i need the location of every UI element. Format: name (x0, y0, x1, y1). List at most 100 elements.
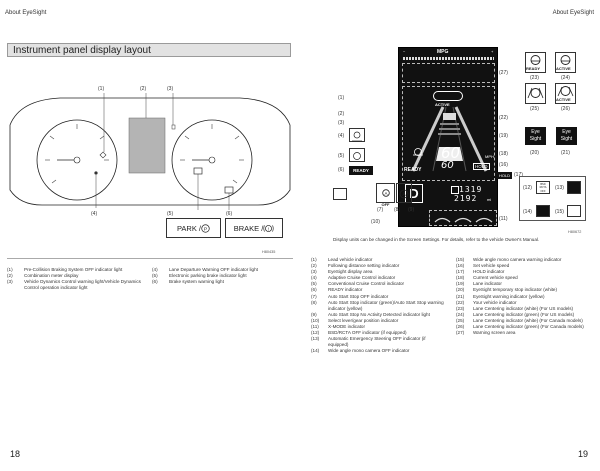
legend-item: (6)Brake system warning light (152, 279, 224, 285)
pre-collision-off-icon (99, 151, 107, 159)
mpg-minus: − (403, 49, 406, 54)
lane-centering-ca-white-tile (525, 83, 546, 104)
svg-text:P: P (204, 226, 208, 232)
callout-r11: (11) (499, 216, 508, 222)
parking-p-circle-icon: P (201, 223, 210, 233)
lead-vehicle-icon (443, 113, 456, 120)
callout-r7: (7) (377, 207, 384, 213)
legend-item: (5)Electronic parking brake indicator li… (152, 273, 247, 279)
left-legend-col1: (1)Pre-Collision Braking System OFF indi… (7, 267, 143, 291)
odometer-2: 2192 (454, 194, 478, 203)
auto-start-stop-indicator: A (396, 183, 412, 203)
auto-start-stop-icon: A (381, 189, 390, 197)
aes-off-indicator (567, 181, 581, 194)
brake-indicator-box: BRAKE / ! (225, 218, 283, 238)
ready-indicator-tile: READY (349, 166, 373, 175)
set-vehicle-speed: 60 (441, 144, 461, 162)
callout-r1: (1) (338, 95, 345, 101)
brake-warning-indicator-icon (224, 186, 234, 194)
right-running-header: About EyeSight (552, 10, 594, 16)
left-figure-rule (7, 258, 293, 259)
tile-num-15: (15) (555, 209, 564, 215)
legend-item: (18)Current vehicle speed (456, 275, 518, 281)
eyesight-warning-tile: Eye Sight (556, 127, 577, 145)
lane-centering-us-green-tile (555, 52, 576, 73)
callout-r2: (2) (338, 111, 345, 117)
tile-num-20: (20) (530, 150, 539, 156)
callout-r27: (27) (499, 70, 508, 76)
left-page-number: 18 (10, 449, 21, 459)
eyesight-temporary-stop-tile: Eye Sight (525, 127, 546, 145)
legend-item: (22)Your vehicle indicator (456, 299, 517, 305)
svg-text:A: A (402, 192, 406, 198)
lane-departure-off-icon (94, 171, 98, 175)
legend-item: (1)Pre-Collision Braking System OFF indi… (7, 267, 123, 272)
legend-item: (10)Select lever/gear position indicator (311, 317, 399, 323)
legend-item: (15)Wide angle mono camera warning indic… (456, 257, 562, 262)
tile-num-23: (23) (530, 75, 539, 81)
legend-item: (4)Lane Departure Warning OFF indicator … (152, 267, 258, 272)
mpg-label: MPG (437, 49, 449, 55)
hold-indicator: HOLD (473, 163, 490, 170)
legend-item: (4)Adaptive Cruise Control indicator (311, 275, 396, 281)
callout-r6: (6) (338, 167, 345, 173)
section-title: Instrument panel display layout (7, 43, 291, 57)
combination-meter-display (128, 117, 166, 174)
your-vehicle-icon (436, 147, 463, 161)
tile-num-21: (21) (561, 150, 570, 156)
right-page-number: 19 (577, 449, 588, 459)
park-indicator-box: PARK / P (166, 218, 221, 238)
mpg-bar (403, 57, 494, 60)
tile-num-25: (25) (530, 106, 539, 112)
legend-item: (13)Automatic Emergency Steering OFF ind… (311, 336, 426, 348)
active-label: ACTIVE (435, 102, 450, 107)
legend-item: (3)Vehicle Dynamics Control warning ligh… (7, 279, 141, 291)
tile-num-24: (24) (561, 75, 570, 81)
mph-label: MPH (485, 154, 494, 159)
conventional-cruise-icon (353, 152, 361, 160)
mpg-plus: + (491, 49, 494, 54)
park-label: PARK / (176, 223, 202, 233)
right-image-code: H80672 (568, 230, 582, 234)
legend-item: (21)EyeSight warning indicator (yellow) (456, 293, 545, 299)
tile-ready-label: READY (526, 66, 541, 71)
legend-item: (1)Lead vehicle indicator (311, 257, 373, 262)
warning-screen-area (402, 63, 495, 83)
lane-view-graphic (411, 106, 488, 172)
ready-indicator-box (333, 188, 347, 200)
callout-r17: (17) (514, 172, 523, 178)
callout-r22: (22) (499, 115, 508, 121)
hold-indicator-tile: HOLD (497, 172, 512, 179)
legend-item: (27)Warning screen area (456, 330, 516, 336)
ready-indicator: READY (404, 167, 422, 173)
off-label: OFF (381, 202, 390, 207)
legend-item: (7)Auto Start Stop OFF indicator (311, 293, 389, 299)
display-units-note: Display units can be changed in the Scre… (333, 237, 540, 242)
current-vehicle-speed: 60 (441, 160, 454, 171)
legend-item: (5)Conventional Cruise Control indicator (311, 281, 405, 287)
x-mode-icons (434, 217, 493, 223)
auto-stop-no-activity-icon (451, 186, 459, 194)
left-running-header: About EyeSight (5, 10, 47, 16)
callout-3: (3) (167, 86, 174, 92)
steering-wheel-icon (527, 87, 544, 99)
eyesight-display-area: ACTIVE (402, 86, 495, 181)
callout-r19: (19) (499, 133, 508, 139)
callout-r4: (4) (338, 133, 345, 139)
auto-start-stop-off-indicator: A OFF (376, 183, 395, 207)
legend-item: (6)READY indicator (311, 287, 363, 293)
legend-item: (16)Set vehicle speed (456, 263, 510, 269)
legend-item: (20)EyeSight temporary stop indicator (w… (456, 287, 557, 293)
svg-text:!: ! (268, 226, 269, 231)
vdc-warning-icon (171, 124, 176, 130)
legend-item: (8)Auto Start Stop indicator (green)/Aut… (311, 299, 444, 311)
callout-r9: (9) (408, 207, 415, 213)
tile-num-14: (14) (523, 209, 532, 215)
odometer-unit: mi (487, 197, 492, 202)
callout-1: (1) (98, 86, 105, 92)
instrument-cluster-illustration (9, 93, 291, 210)
bsd-rcta-off-indicator: BSD RCTA OFF (536, 181, 550, 194)
right-legend-col1: (1)Lead vehicle indicator (2)Following d… (311, 257, 446, 355)
gear-position-indicator: D (405, 184, 423, 203)
callout-5: (5) (167, 211, 174, 217)
